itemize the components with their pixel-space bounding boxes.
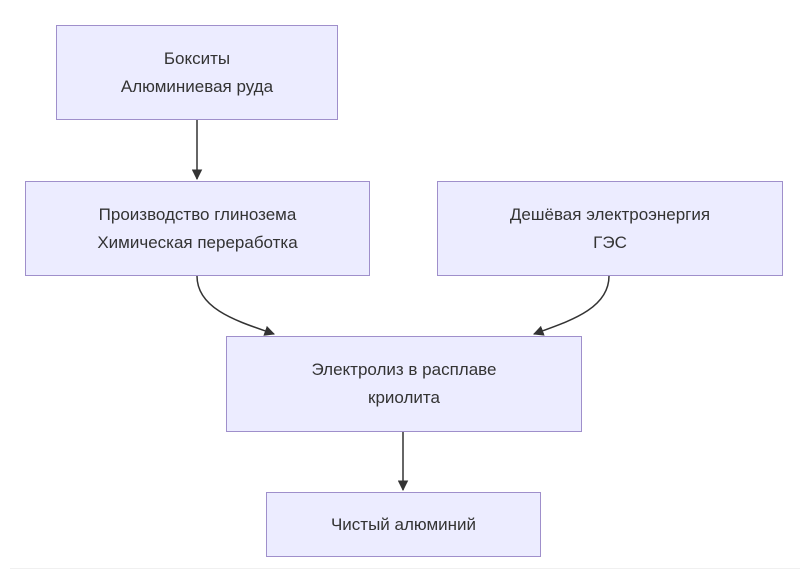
- node-bauxite: Бокситы Алюминиевая руда: [56, 25, 338, 120]
- node-alumina-subtitle: Химическая переработка: [97, 232, 298, 252]
- node-electrolysis-line2: криолита: [368, 388, 440, 407]
- node-alumina-production: Производство глинозема Химическая перера…: [25, 181, 370, 276]
- node-pure-aluminum: Чистый алюминий: [266, 492, 541, 557]
- node-electrolysis-line1: Электролиз в расплаве: [311, 360, 497, 379]
- node-energy-title: Дешёвая электроэнергия: [509, 204, 711, 224]
- node-alumina-title: Производство глинозема: [98, 204, 297, 224]
- node-bauxite-subtitle: Алюминиевая руда: [120, 76, 274, 96]
- node-aluminum-title: Чистый алюминий: [330, 514, 477, 534]
- node-electrolysis: Электролиз в расплаве криолита: [226, 336, 582, 432]
- node-bauxite-title: Бокситы: [163, 48, 231, 68]
- bottom-divider: [10, 568, 800, 569]
- node-cheap-electricity: Дешёвая электроэнергия ГЭС: [437, 181, 783, 276]
- edge-energy-to-electrolysis: [533, 275, 610, 336]
- node-energy-subtitle: ГЭС: [593, 232, 627, 252]
- edge-alumina-to-electrolysis: [196, 275, 275, 336]
